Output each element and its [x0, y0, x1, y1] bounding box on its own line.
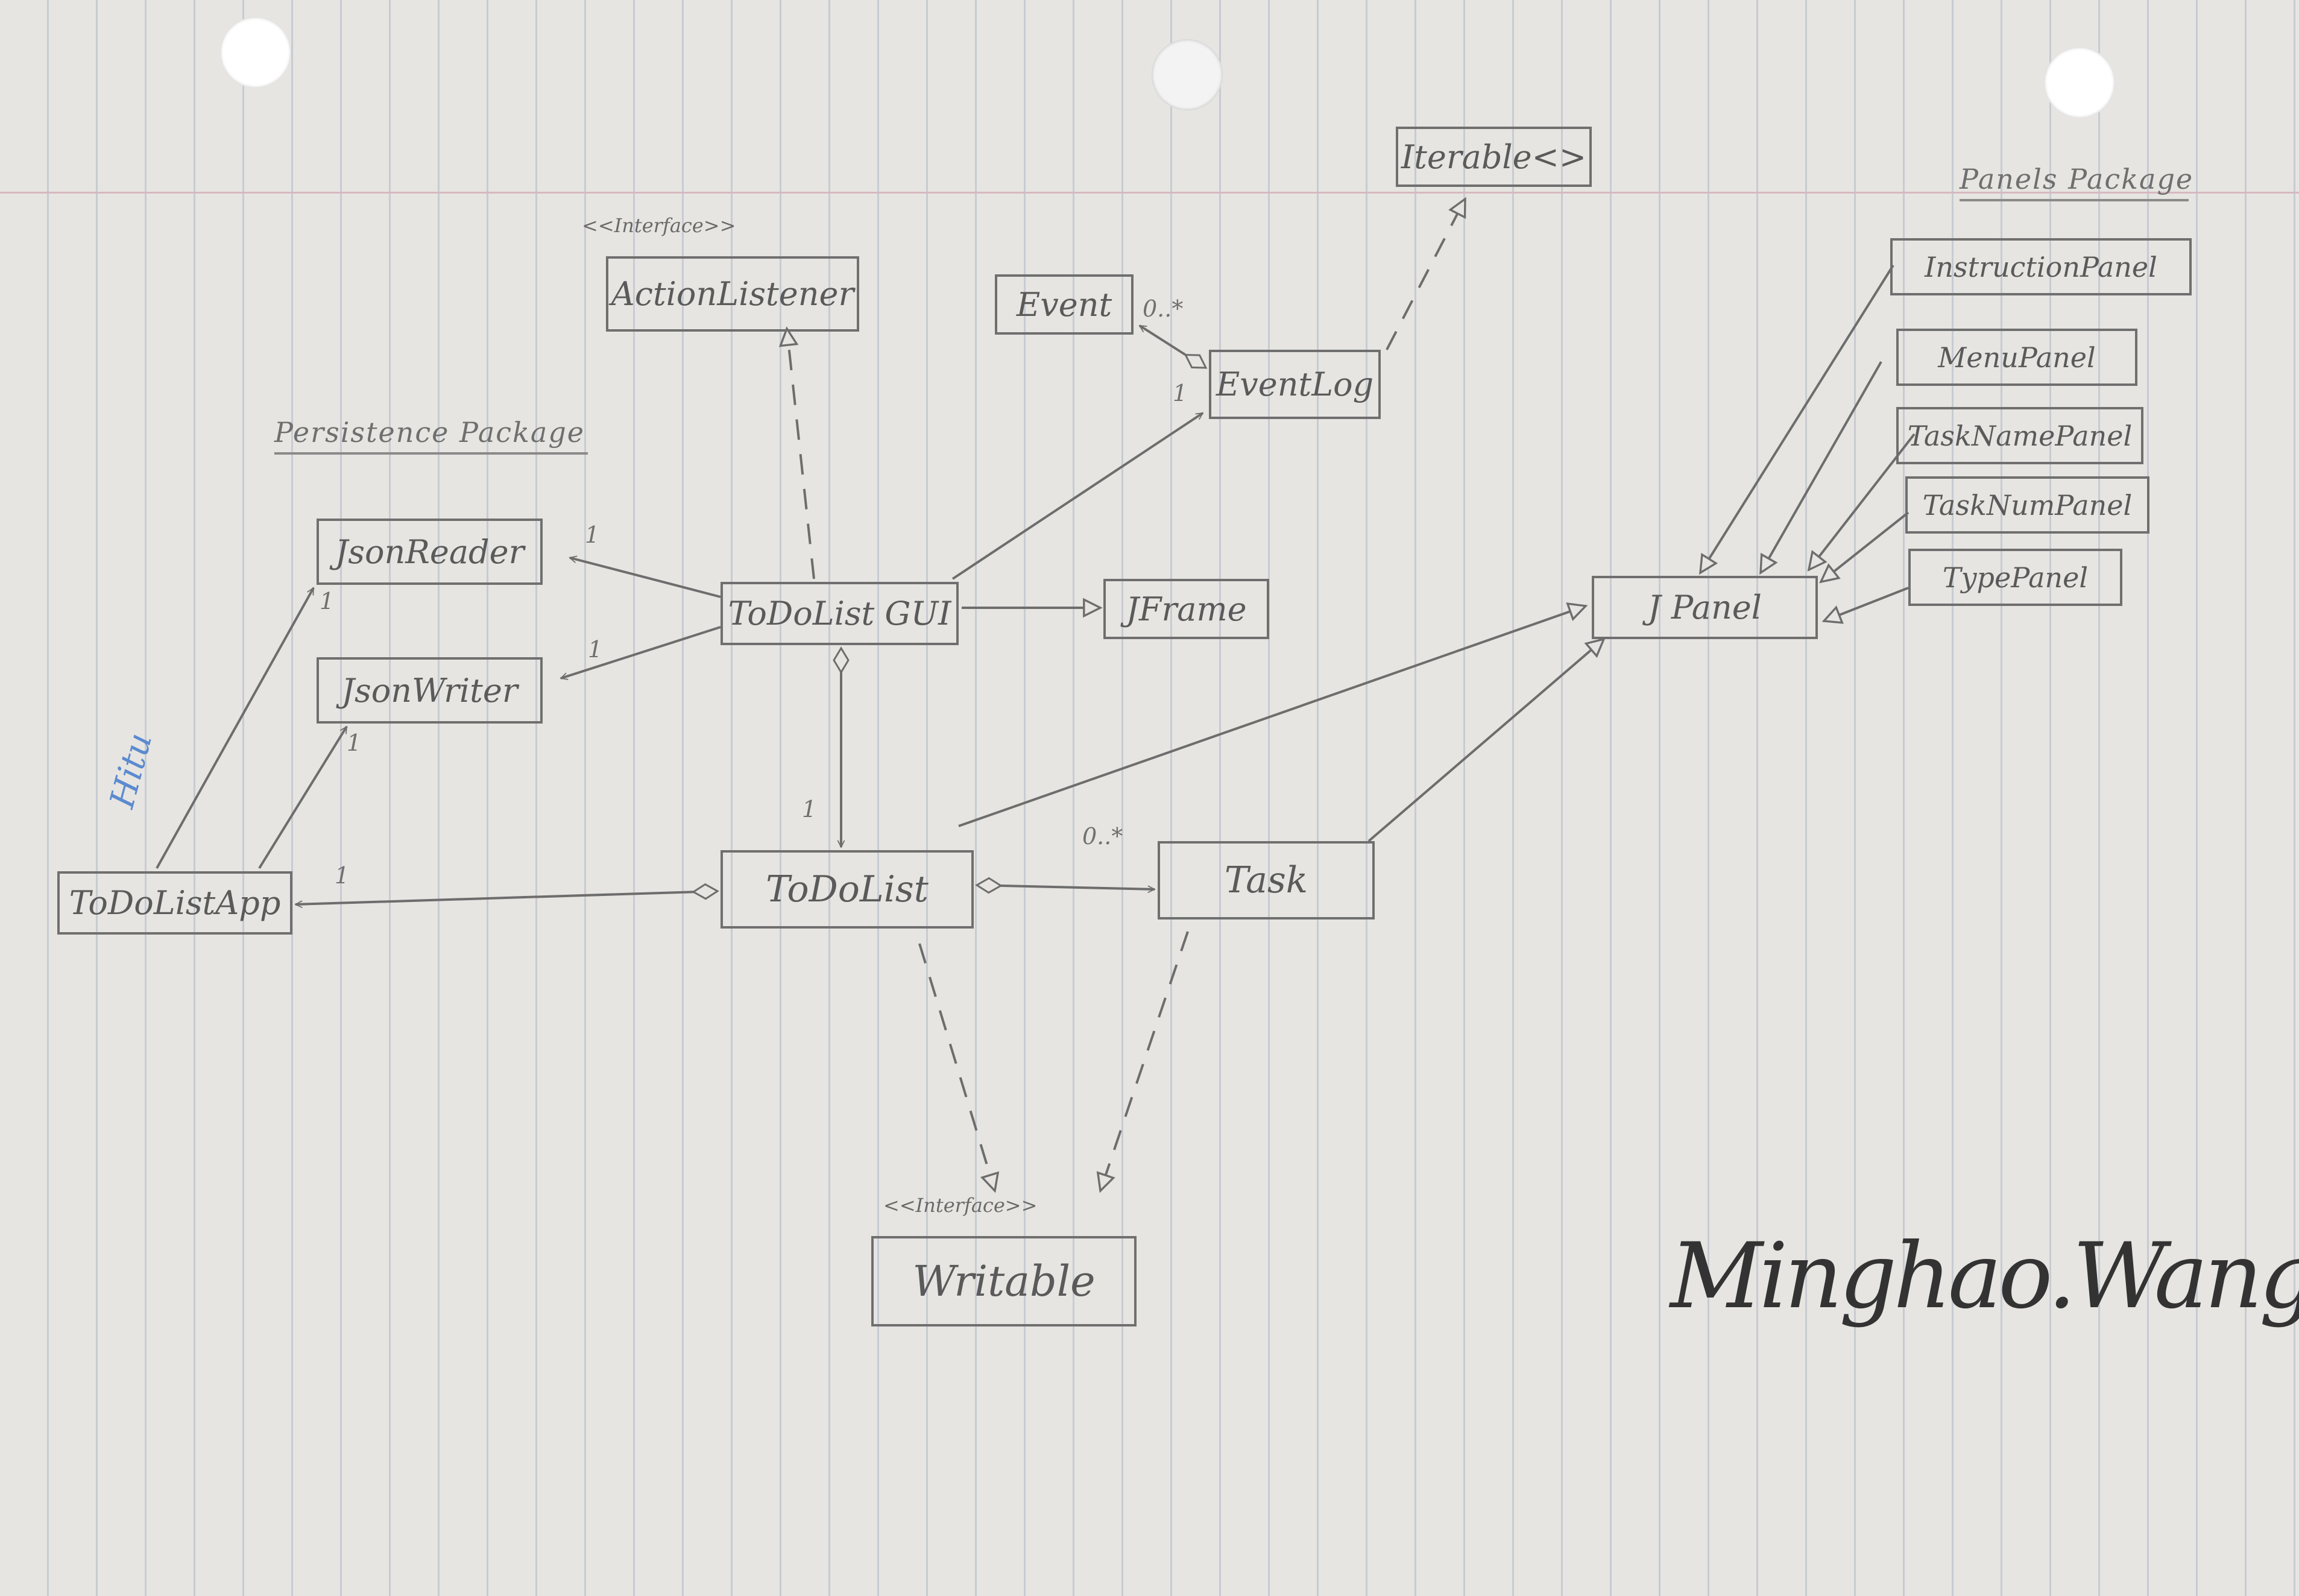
- persistence-package-label: Persistence Package: [274, 416, 588, 455]
- signature: Minghao.Wang: [1670, 1224, 2299, 1329]
- class-json-reader[interactable]: JsonReader: [317, 519, 543, 585]
- action-listener-stereotype: <<Interface>>: [582, 214, 736, 237]
- edge-tasknum-jpanel: [1821, 511, 1910, 582]
- edge-taskname-jpanel: [1809, 433, 1916, 570]
- edge-menu-jpanel: [1761, 361, 1882, 573]
- edge-app-jsonreader: [156, 588, 315, 869]
- edge-gui-actionlistener: [787, 329, 815, 579]
- class-writable[interactable]: Writable: [871, 1236, 1137, 1326]
- class-todo-list-gui[interactable]: ToDoList GUI: [721, 582, 959, 645]
- class-iterable[interactable]: Iterable<>: [1396, 127, 1592, 187]
- class-instruction-panel[interactable]: InstructionPanel: [1890, 238, 2192, 295]
- edge-todolist-app: [295, 891, 717, 904]
- class-task-num-panel[interactable]: TaskNumPanel: [1905, 476, 2149, 534]
- mult-eventlog-one: 1: [1173, 380, 1188, 406]
- class-todo-list-app[interactable]: ToDoListApp: [57, 871, 292, 935]
- edge-eventlog-event: [1140, 324, 1206, 369]
- class-event[interactable]: Event: [995, 274, 1134, 335]
- class-menu-panel[interactable]: MenuPanel: [1896, 329, 2137, 386]
- edge-gui-jsonreader: [570, 558, 721, 598]
- edge-eventlog-iterable: [1386, 199, 1466, 350]
- panels-package-label: Panels Package: [1960, 163, 2192, 201]
- mult-gui-list-one: 1: [802, 796, 817, 822]
- edge-instruction-jpanel: [1700, 264, 1894, 573]
- binder-hole-right: [2044, 47, 2115, 118]
- edge-gui-eventlog: [951, 412, 1203, 580]
- edge-task-jpanel: [1367, 639, 1604, 842]
- edge-app-jsonwriter: [258, 727, 348, 869]
- edge-todolist-task: [977, 885, 1155, 889]
- binder-hole-left: [220, 17, 291, 88]
- class-event-log[interactable]: EventLog: [1209, 350, 1381, 419]
- mult-reader-one: 1: [585, 522, 600, 548]
- class-task[interactable]: Task: [1158, 841, 1375, 919]
- mult-app-reader-one: 1: [320, 588, 335, 614]
- mult-writer-one: 1: [588, 636, 603, 663]
- class-task-name-panel[interactable]: TaskNamePanel: [1896, 407, 2143, 464]
- edge-gui-jsonwriter: [561, 626, 721, 678]
- mult-event-many: 0..*: [1143, 295, 1184, 322]
- class-type-panel[interactable]: TypePanel: [1908, 549, 2122, 606]
- class-jpanel[interactable]: J Panel: [1592, 576, 1818, 639]
- writable-stereotype: <<Interface>>: [883, 1194, 1038, 1217]
- edge-type-jpanel: [1824, 587, 1909, 621]
- class-todo-list[interactable]: ToDoList: [721, 850, 974, 929]
- edge-todolist-writable: [918, 943, 995, 1191]
- mult-app-writer-one: 1: [347, 730, 362, 756]
- class-json-writer[interactable]: JsonWriter: [317, 657, 543, 724]
- class-action-listener[interactable]: ActionListener: [606, 256, 859, 332]
- edge-task-writable: [1100, 931, 1189, 1191]
- binder-hole-center: [1152, 39, 1223, 110]
- mult-task-many: 0..*: [1082, 823, 1123, 850]
- margin-line: [0, 192, 2299, 194]
- edge-todolist-jpanel: [958, 606, 1586, 827]
- class-jframe[interactable]: JFrame: [1103, 579, 1269, 639]
